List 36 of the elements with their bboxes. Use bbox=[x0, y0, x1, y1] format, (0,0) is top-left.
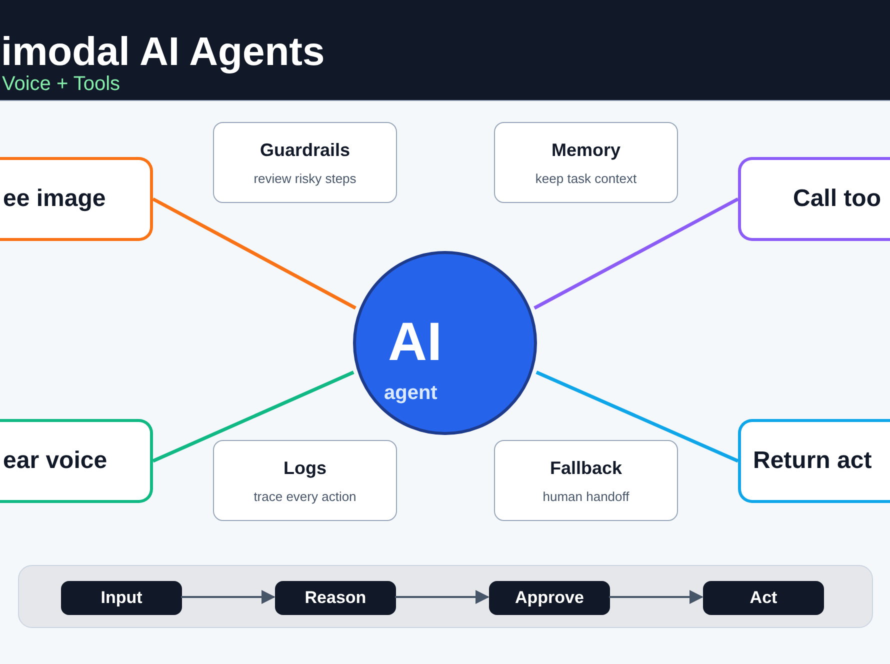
card-description: trace every action bbox=[254, 488, 356, 504]
connector-line bbox=[152, 370, 354, 463]
arrow bbox=[181, 590, 276, 604]
info-card bbox=[494, 122, 678, 203]
card-description: keep task context bbox=[535, 170, 637, 186]
subtitle: Voice + Tools bbox=[2, 72, 120, 96]
info-card bbox=[213, 440, 397, 521]
box-label: Return act bbox=[753, 447, 872, 475]
card-description: review risky steps bbox=[254, 170, 356, 186]
circle-title: AI bbox=[388, 314, 442, 370]
connector-line bbox=[152, 197, 356, 310]
input-output-box bbox=[0, 157, 153, 241]
circle-subtitle: agent bbox=[384, 382, 438, 404]
connector-line bbox=[534, 197, 739, 310]
box-label: ear voice bbox=[3, 447, 108, 475]
box-label: Call too bbox=[793, 185, 881, 213]
input-output-box bbox=[738, 157, 890, 241]
box-label: ee image bbox=[3, 185, 106, 213]
input-output-box bbox=[738, 419, 890, 503]
card-description: human handoff bbox=[542, 488, 630, 504]
step-pill: Reason bbox=[275, 581, 396, 615]
arrow bbox=[395, 590, 490, 604]
step-pill: Approve bbox=[489, 581, 610, 615]
info-card bbox=[494, 440, 678, 521]
step-pill: Input bbox=[61, 581, 182, 615]
info-card bbox=[213, 122, 397, 203]
connector-line bbox=[536, 370, 739, 463]
title: imodal AI Agents bbox=[1, 30, 325, 74]
card-title: Memory bbox=[551, 140, 621, 160]
arrow bbox=[609, 590, 704, 604]
card-title: Fallback bbox=[550, 458, 622, 478]
card-title: Guardrails bbox=[260, 140, 350, 160]
step-pill: Act bbox=[703, 581, 824, 615]
card-title: Logs bbox=[284, 458, 326, 478]
pipeline-band bbox=[18, 565, 873, 628]
input-output-box bbox=[0, 419, 153, 503]
